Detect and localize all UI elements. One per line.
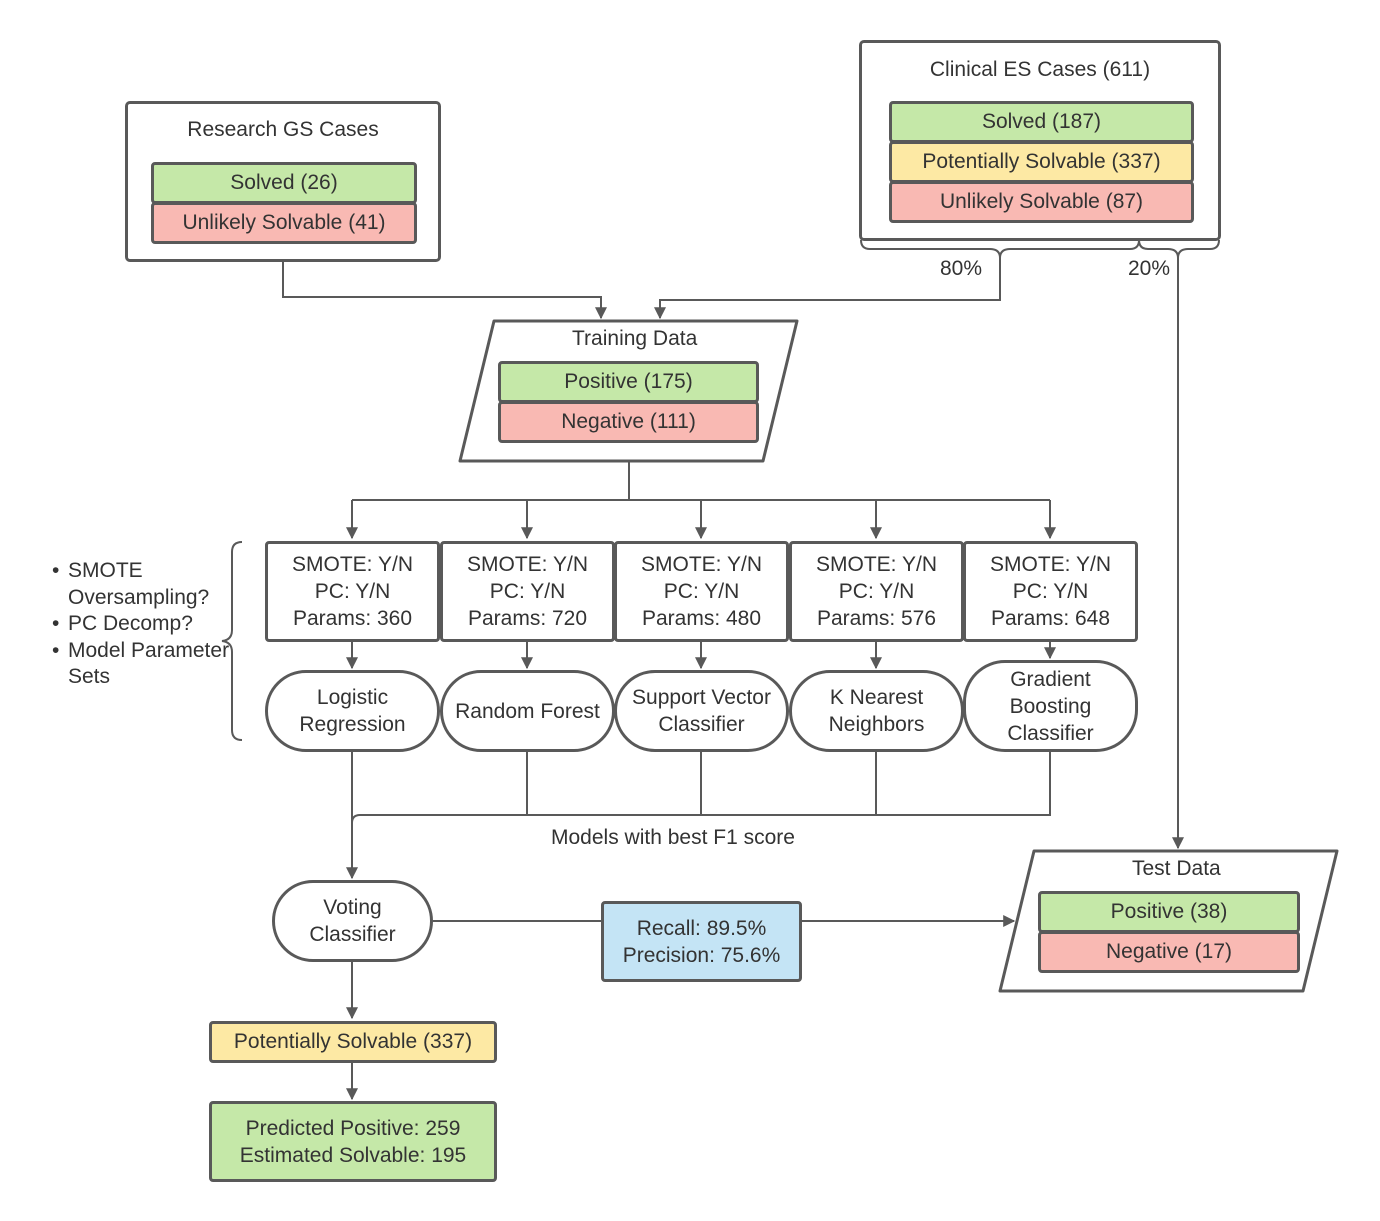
model-name-line: Classifier [1007,721,1094,745]
smote-option: SMOTE: Y/N [816,553,937,576]
model-name-line: Support Vector [632,686,771,709]
test-negative-chip: Negative (17) [1038,931,1300,973]
model-name-line: Neighbors [828,713,925,736]
training-positive-chip: Positive (175) [498,361,759,403]
clinical-split-brace [860,239,1220,259]
voting-line: Classifier [309,923,396,946]
smote-option: SMOTE: Y/N [641,553,762,576]
clinical-solved-chip: Solved (187) [889,101,1194,143]
clinical-es-container: Clinical ES Cases (611) Solved (187) Pot… [859,40,1221,241]
model-support-vector-classifier: Support Vector Classifier [614,670,789,752]
smote-option: SMOTE: Y/N [990,553,1111,576]
param-count: Params: 576 [816,607,937,630]
pc-option: PC: Y/N [838,580,915,603]
training-title: Training Data [572,327,698,350]
metrics-box: Recall: 89.5% Precision: 75.6% [601,901,802,982]
option-item: Model Parameter Sets [50,638,248,691]
pc-option: PC: Y/N [1012,580,1089,603]
model-logistic-regression: Logistic Regression [265,670,440,752]
model-name-line: Logistic [316,686,389,709]
clinical-unlikely-chip: Unlikely Solvable (87) [889,181,1194,223]
recall-value: Recall: 89.5% [636,916,767,940]
model-name-line: Boosting [1009,694,1092,718]
param-box-logistic: SMOTE: Y/N PC: Y/N Params: 360 [265,541,440,642]
training-negative-chip: Negative (111) [498,401,759,443]
model-k-nearest-neighbors: K Nearest Neighbors [789,670,964,752]
research-gs-title: Research GS Cases [187,118,379,141]
param-count: Params: 480 [641,607,762,630]
model-name-line: Random Forest [455,699,600,723]
smote-option: SMOTE: Y/N [467,553,588,576]
training-fanout [352,462,1050,501]
precision-value: Precision: 75.6% [622,943,781,967]
model-name-line: Classifier [658,713,745,736]
test-positive-chip: Positive (38) [1038,891,1300,933]
clinical-es-title: Clinical ES Cases (611) [929,58,1151,81]
model-gradient-boosting-classifier: Gradient Boosting Classifier [963,660,1138,752]
model-name-line: Gradient [1010,667,1091,691]
model-name-line: K Nearest [829,686,924,709]
param-box-random-forest: SMOTE: Y/N PC: Y/N Params: 720 [440,541,615,642]
potentially-solvable-chip: Potentially Solvable (337) [209,1021,497,1063]
voting-line: Voting [323,896,382,919]
param-count: Params: 360 [292,607,413,630]
param-count: Params: 648 [990,607,1111,630]
model-random-forest: Random Forest [440,670,615,752]
split-test-label: 20% [1128,257,1171,280]
option-item: PC Decomp? [50,611,248,638]
clinical-to-training-arrow [654,256,1001,320]
pc-option: PC: Y/N [663,580,740,603]
param-box-knn: SMOTE: Y/N PC: Y/N Params: 576 [789,541,964,642]
model-name-line: Regression [299,713,406,736]
research-to-training-arrow [282,262,607,320]
estimated-solvable: Estimated Solvable: 195 [239,1143,467,1167]
test-title: Test Data [1132,857,1221,880]
research-gs-container: Research GS Cases Solved (26) Unlikely S… [125,101,441,262]
clinical-potential-chip: Potentially Solvable (337) [889,141,1194,183]
pc-option: PC: Y/N [314,580,391,603]
split-train-label: 80% [940,257,983,280]
prediction-box: Predicted Positive: 259 Estimated Solvab… [209,1101,497,1182]
param-box-gradient-boosting: SMOTE: Y/N PC: Y/N Params: 648 [963,541,1138,642]
best-f1-label: Models with best F1 score [551,826,795,849]
research-solved-chip: Solved (26) [151,162,417,204]
voting-classifier: Voting Classifier [272,880,433,962]
options-list: SMOTE Oversampling? PC Decomp? Model Par… [50,558,248,691]
predicted-positive: Predicted Positive: 259 [245,1116,461,1140]
param-box-svc: SMOTE: Y/N PC: Y/N Params: 480 [614,541,789,642]
smote-option: SMOTE: Y/N [292,553,413,576]
model-merge-lines [351,752,1051,824]
param-count: Params: 720 [467,607,588,630]
pc-option: PC: Y/N [489,580,566,603]
research-unlikely-chip: Unlikely Solvable (41) [151,202,417,244]
option-item: SMOTE Oversampling? [50,558,248,611]
